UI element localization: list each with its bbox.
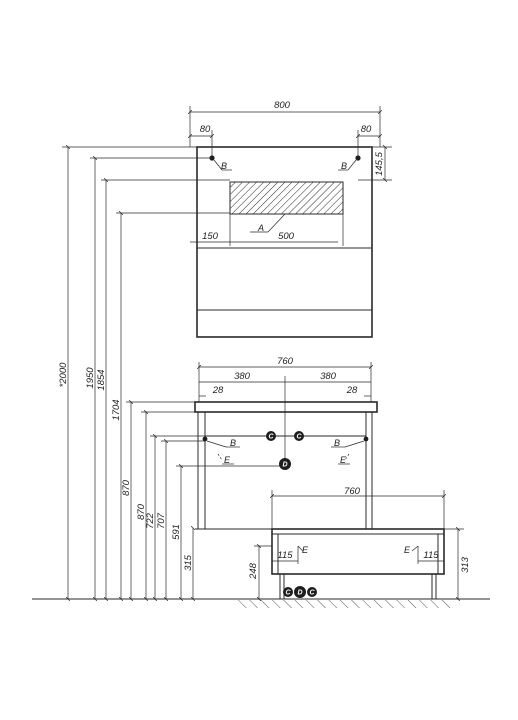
leader-line <box>213 159 223 171</box>
floor-connection-d: D <box>294 586 306 598</box>
dim-light-offset: 150 <box>202 231 219 242</box>
floor <box>32 598 490 608</box>
dim-top-offset: 145,5 <box>374 151 385 175</box>
floor-connection-c2: C <box>307 587 317 597</box>
dim-height-870a: 870 <box>121 479 132 496</box>
connection-d-mid: D <box>279 458 291 470</box>
dim-height-315: 315 <box>183 554 194 571</box>
connection-c-left: C <box>266 431 276 441</box>
dim-cabinet-left-offset: 115 <box>277 550 293 561</box>
leader-line <box>411 545 419 552</box>
svg-text:C: C <box>285 590 291 597</box>
dim-height-870b: 870 <box>136 503 147 520</box>
cabinet-body <box>271 528 445 575</box>
svg-text:C: C <box>268 434 274 441</box>
dim-height-1854: 1854 <box>96 369 107 390</box>
dim-height-591: 591 <box>171 524 182 540</box>
cabinet-view: 760 115 115 E E C D <box>195 486 444 599</box>
leader-line <box>267 213 286 233</box>
dim-left-hole: 80 <box>200 124 211 135</box>
leader-line <box>344 440 365 448</box>
dim-height-313: 313 <box>460 556 471 573</box>
cabinet-marker-e-left: E <box>302 545 309 555</box>
dim-vanity-right-half: 380 <box>320 371 337 382</box>
leader-line <box>297 545 304 552</box>
marker-b-left: B <box>221 161 227 171</box>
vanity-view: 760 380 380 28 28 B B E E <box>194 356 378 529</box>
floor-hatch <box>238 600 450 608</box>
dim-mirror-width: 800 <box>274 100 291 111</box>
floor-connection-c1: C <box>283 587 293 597</box>
svg-text:C: C <box>296 434 302 441</box>
dim-height-722: 722 <box>145 512 156 529</box>
vanity-marker-b-right: B <box>334 438 340 448</box>
dim-vanity-right-edge: 28 <box>346 385 358 396</box>
svg-text:C: C <box>309 590 315 597</box>
dim-vanity-left-half: 380 <box>234 371 251 382</box>
svg-text:D: D <box>297 590 302 597</box>
dim-height-707: 707 <box>156 512 167 529</box>
vanity-marker-b-left: B <box>230 438 236 448</box>
vanity-countertop <box>194 401 378 413</box>
vanity-hole-right <box>363 436 369 442</box>
mirror-light-panel <box>229 181 344 215</box>
connection-c-right: C <box>294 431 304 441</box>
mounting-hole-right <box>355 155 361 161</box>
dim-height-1704: 1704 <box>111 399 122 420</box>
dim-light-width: 500 <box>278 231 295 242</box>
dim-height-1950: 1950 <box>85 367 96 389</box>
dim-vanity-width: 760 <box>277 356 294 367</box>
mirror-view: 800 80 80 B B 145,5 A 150 500 <box>190 100 392 338</box>
dim-total-height: *2000 <box>58 362 69 388</box>
leader-line <box>344 453 350 461</box>
vanity-marker-e-right: E <box>340 455 347 465</box>
svg-text:D: D <box>282 462 287 469</box>
leader-line <box>347 159 357 171</box>
marker-b-right: B <box>341 161 347 171</box>
dim-height-248: 248 <box>248 562 259 580</box>
vanity-hole-left <box>202 436 208 442</box>
marker-a: A <box>257 223 264 233</box>
dim-vanity-left-edge: 28 <box>212 385 224 396</box>
dim-cabinet-width: 760 <box>344 486 361 497</box>
height-dimensions: *2000 1950 1854 1704 870 870 722 707 591 <box>58 147 471 599</box>
dim-cabinet-right-offset: 115 <box>423 550 439 561</box>
vanity-marker-e-left: E <box>224 455 231 465</box>
cabinet-marker-e-right: E <box>404 545 411 555</box>
leader-line <box>217 453 223 461</box>
dim-right-hole: 80 <box>361 124 372 135</box>
leader-line <box>206 440 227 448</box>
